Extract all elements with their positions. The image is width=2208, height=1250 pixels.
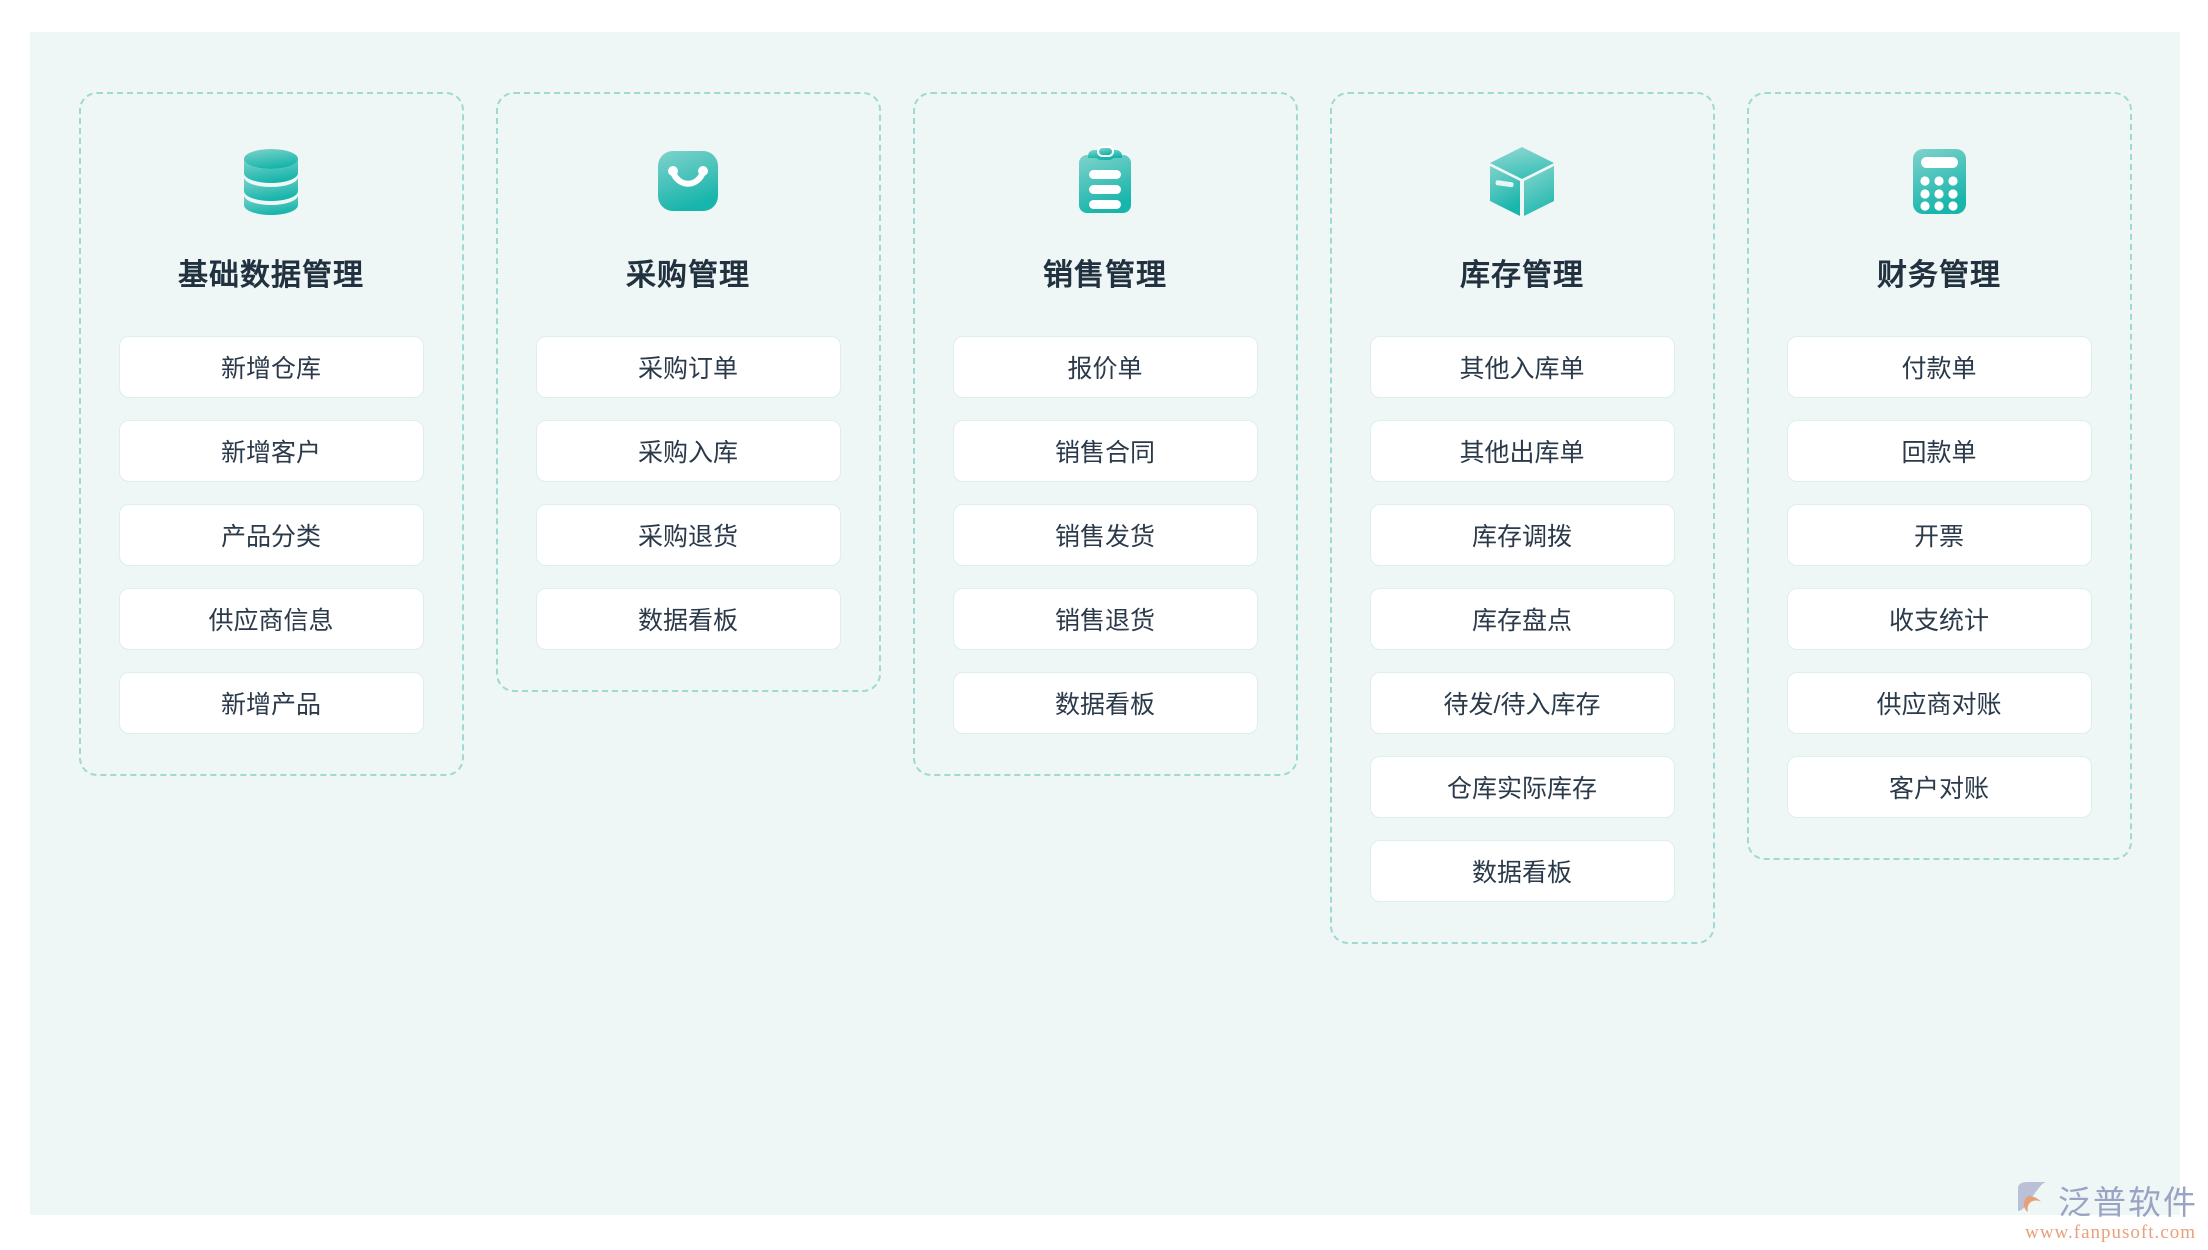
- module-item-button[interactable]: 采购订单: [535, 336, 841, 398]
- module-item-button[interactable]: 供应商对账: [1786, 672, 2092, 734]
- module-item-button[interactable]: 采购入库: [535, 420, 841, 482]
- module-column: 基础数据管理新增仓库新增客户产品分类供应商信息新增产品: [78, 92, 464, 776]
- module-column: 销售管理报价单销售合同销售发货销售退货数据看板: [912, 92, 1298, 776]
- module-item-button[interactable]: 库存调拨: [1369, 504, 1675, 566]
- module-column: 财务管理付款单回款单开票收支统计供应商对账客户对账: [1746, 92, 2132, 860]
- module-item-list: 采购订单采购入库采购退货数据看板: [535, 336, 841, 650]
- module-column-title: 销售管理: [1043, 259, 1167, 292]
- module-item-button[interactable]: 销售合同: [952, 420, 1258, 482]
- module-item-button[interactable]: 开票: [1786, 504, 2092, 566]
- module-item-list: 报价单销售合同销售发货销售退货数据看板: [952, 336, 1258, 734]
- module-item-button[interactable]: 其他入库单: [1369, 336, 1675, 398]
- clipboard-icon: [1066, 142, 1144, 220]
- module-item-button[interactable]: 报价单: [952, 336, 1258, 398]
- module-item-button[interactable]: 供应商信息: [118, 588, 424, 650]
- module-item-button[interactable]: 待发/待入库存: [1369, 672, 1675, 734]
- module-item-button[interactable]: 数据看板: [952, 672, 1258, 734]
- module-item-button[interactable]: 新增客户: [118, 420, 424, 482]
- module-item-button[interactable]: 回款单: [1786, 420, 2092, 482]
- module-item-button[interactable]: 客户对账: [1786, 756, 2092, 818]
- watermark-url: www.fanpusoft.com: [2025, 1222, 2196, 1243]
- module-item-button[interactable]: 新增仓库: [118, 336, 424, 398]
- module-item-button[interactable]: 产品分类: [118, 504, 424, 566]
- module-item-list: 付款单回款单开票收支统计供应商对账客户对账: [1786, 336, 2092, 818]
- calculator-icon: [1900, 142, 1978, 220]
- module-column-title: 采购管理: [626, 259, 750, 292]
- module-item-button[interactable]: 数据看板: [1369, 840, 1675, 902]
- module-item-button[interactable]: 数据看板: [535, 588, 841, 650]
- module-item-button[interactable]: 其他出库单: [1369, 420, 1675, 482]
- module-item-button[interactable]: 收支统计: [1786, 588, 2092, 650]
- module-column-title: 基础数据管理: [178, 259, 364, 292]
- module-column: 库存管理其他入库单其他出库单库存调拨库存盘点待发/待入库存仓库实际库存数据看板: [1329, 92, 1715, 944]
- module-item-list: 其他入库单其他出库单库存调拨库存盘点待发/待入库存仓库实际库存数据看板: [1369, 336, 1675, 902]
- module-item-button[interactable]: 付款单: [1786, 336, 2092, 398]
- module-item-button[interactable]: 新增产品: [118, 672, 424, 734]
- box-3d-icon: [1483, 142, 1561, 220]
- module-column-title: 库存管理: [1460, 259, 1584, 292]
- module-item-button[interactable]: 销售发货: [952, 504, 1258, 566]
- shopping-bag-icon: [649, 142, 727, 220]
- module-columns: 基础数据管理新增仓库新增客户产品分类供应商信息新增产品采购管理采购订单采购入库采…: [30, 32, 2180, 1215]
- module-item-button[interactable]: 采购退货: [535, 504, 841, 566]
- module-item-button[interactable]: 仓库实际库存: [1369, 756, 1675, 818]
- module-item-button[interactable]: 销售退货: [952, 588, 1258, 650]
- database-icon: [232, 142, 310, 220]
- module-item-button[interactable]: 库存盘点: [1369, 588, 1675, 650]
- module-column: 采购管理采购订单采购入库采购退货数据看板: [495, 92, 881, 692]
- module-item-list: 新增仓库新增客户产品分类供应商信息新增产品: [118, 336, 424, 734]
- module-column-title: 财务管理: [1877, 259, 2001, 292]
